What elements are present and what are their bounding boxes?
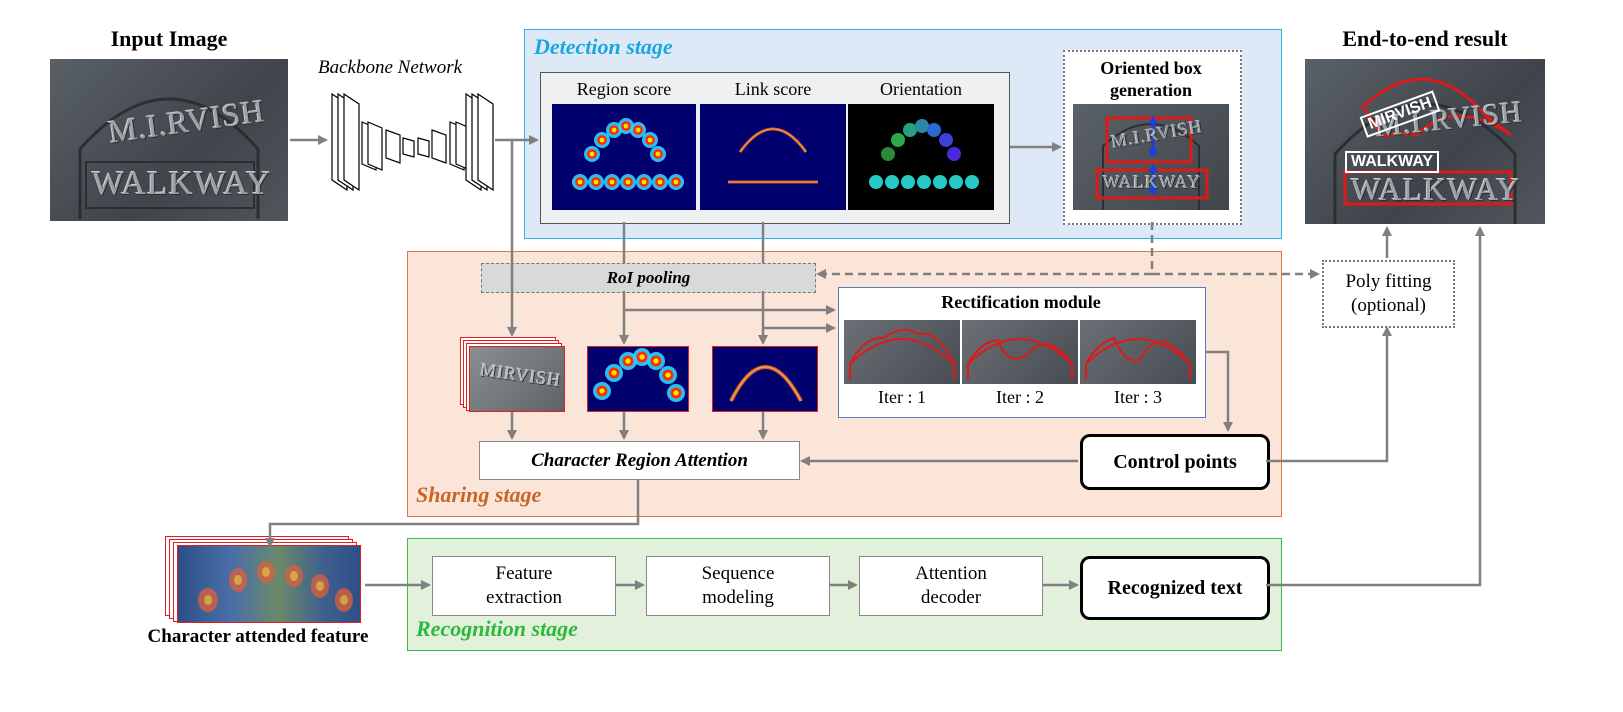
result-image: M.I.RVISH WALKWAY MIRVISH WALKWAY: [1305, 59, 1545, 224]
orientation-blob: [885, 175, 899, 189]
heatmap-blob: [619, 352, 637, 370]
heatmap-blob: [668, 174, 684, 190]
result-text-bottom: WALKWAY: [1351, 171, 1521, 207]
orientation-blob: [947, 147, 961, 161]
character-attended-feature-label: Character attended feature: [147, 626, 369, 647]
iter-3-label: Iter : 3: [1114, 387, 1162, 407]
heatmap-blob: [604, 174, 620, 190]
attention-decoder-label: Attention decoder: [915, 563, 987, 608]
detection-stage-title: Detection stage: [534, 34, 673, 59]
orientation-blob: [933, 175, 947, 189]
heatmap-blob: [642, 132, 658, 148]
heatmap-blob: [650, 146, 666, 162]
cropped-link-score: [712, 346, 818, 412]
roi-pooling-box: RoI pooling: [481, 263, 816, 293]
attention-decoder-box: Attention decoder: [859, 556, 1043, 616]
recognition-stage-title: Recognition stage: [416, 616, 578, 641]
character-attended-feature-stack: [165, 536, 363, 624]
character-region-attention-label: Character Region Attention: [531, 449, 748, 471]
orientation-blob: [939, 133, 953, 147]
orientation-blob: [915, 119, 929, 133]
poly-fitting-label: Poly fitting (optional): [1345, 271, 1432, 316]
sequence-modeling-label: Sequence modeling: [701, 563, 775, 608]
orientation-blob: [949, 175, 963, 189]
heatmap-blob: [605, 364, 623, 382]
rectification-iter-2-image: [962, 320, 1078, 384]
orientation-blob: [881, 147, 895, 161]
roi-pooling-label: RoI pooling: [606, 268, 691, 287]
heatmap-blob: [593, 382, 611, 400]
poly-fitting-box: Poly fitting (optional): [1322, 260, 1455, 328]
heatmap-blob: [572, 174, 588, 190]
heatmap-blob: [659, 366, 677, 384]
orientation-label: Orientation: [880, 79, 962, 99]
heatmap-blob: [630, 122, 646, 138]
orientation-blob: [927, 123, 941, 137]
character-region-attention-box: Character Region Attention: [479, 441, 800, 480]
orientation-blob: [965, 175, 979, 189]
heatmap-blob: [594, 132, 610, 148]
cropped-region-score: [587, 346, 689, 412]
link-score-label: Link score: [734, 79, 812, 99]
orientation-blob: [903, 123, 917, 137]
recognized-text-box: Recognized text: [1080, 556, 1270, 620]
heatmap-blob: [633, 348, 651, 366]
heatmap-blob: [620, 174, 636, 190]
heatmap-blob: [647, 352, 665, 370]
cropped-feature-text: MIRVISH: [479, 359, 563, 391]
rectification-title: Rectification module: [941, 292, 1101, 312]
heatmap-blob: [636, 174, 652, 190]
result-title: End-to-end result: [1342, 26, 1508, 51]
orientation-blob: [901, 175, 915, 189]
orientation-blob: [869, 175, 883, 189]
backbone-label: Backbone Network: [318, 57, 463, 78]
input-image-text-bottom: WALKWAY: [92, 165, 272, 202]
input-image: M.I.RVISH WALKWAY: [50, 59, 288, 221]
input-image-title: Input Image: [110, 26, 228, 51]
orientation-blob: [891, 133, 905, 147]
rectification-iter-1-image: [844, 320, 960, 384]
oriented-box-label: Oriented box generation: [1100, 58, 1202, 100]
link-score-map: [700, 104, 846, 210]
oriented-box-text-bottom: WALKWAY: [1103, 172, 1202, 192]
rectification-iter-3-image: [1080, 320, 1196, 384]
control-points-box: Control points: [1080, 434, 1270, 490]
orientation-blob: [917, 175, 931, 189]
result-tag-walkway: WALKWAY: [1345, 151, 1440, 173]
heatmap-blob: [652, 174, 668, 190]
heatmap-blob: [584, 146, 600, 162]
feature-extraction-box: Feature extraction: [432, 556, 616, 616]
heatmap-blob: [667, 384, 685, 402]
heatmap-blob: [588, 174, 604, 190]
region-score-label: Region score: [576, 79, 672, 99]
input-image-engraving-arch: [78, 97, 260, 219]
recognized-text-label: Recognized text: [1107, 576, 1243, 599]
oriented-box-image: M.I.RVISH WALKWAY: [1073, 104, 1229, 210]
sequence-modeling-box: Sequence modeling: [646, 556, 830, 616]
cropped-feature-stack: MIRVISH: [460, 337, 566, 413]
iter-2-label: Iter : 2: [996, 387, 1044, 407]
orientation-map: [848, 104, 994, 210]
iter-1-label: Iter : 1: [878, 387, 926, 407]
control-points-label: Control points: [1113, 450, 1237, 473]
region-score-map: [552, 104, 696, 210]
feature-extraction-label: Feature extraction: [486, 563, 562, 608]
